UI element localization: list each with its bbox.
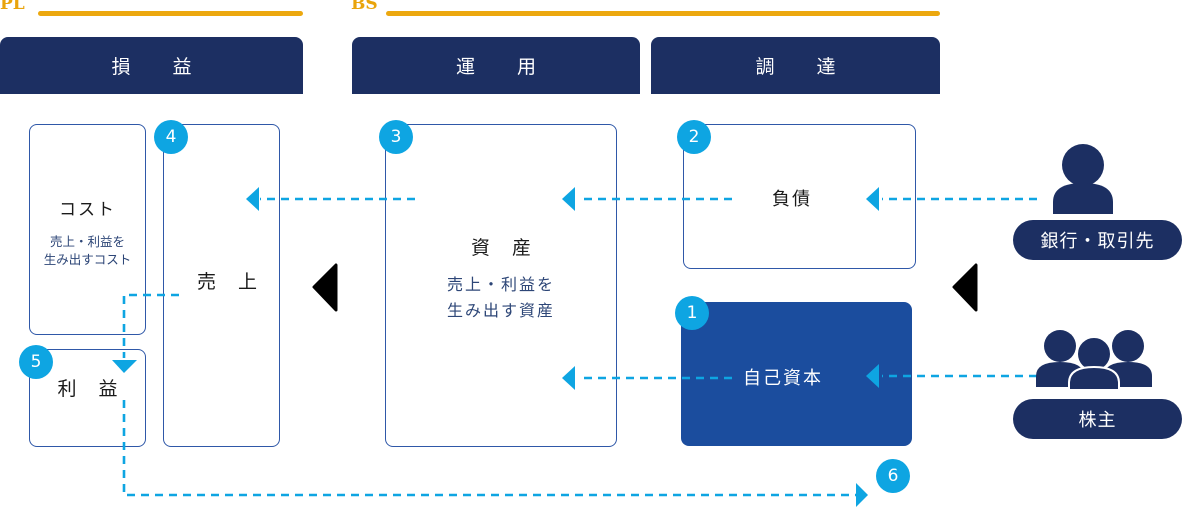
badge-assets: 3	[379, 120, 413, 154]
header-bs-use: 運 用	[352, 37, 640, 94]
assets-sub-line1: 売上・利益を	[446, 275, 555, 294]
section-label-bs: BS	[351, 0, 378, 14]
section-rule-pl	[38, 11, 303, 16]
arrow-head-to-assets-top	[562, 187, 575, 211]
arrow-head-to-assets-bottom	[562, 366, 575, 390]
section-rule-bs	[386, 11, 940, 16]
assets-box: 資 産 売上・利益を 生み出す資産	[385, 124, 617, 447]
sales-title: 売 上	[196, 271, 266, 293]
liabilities-title: 負債	[772, 189, 812, 210]
arrow-head-to-equity	[866, 364, 879, 388]
big-arrow-bs-to-pl	[312, 263, 338, 312]
cost-box: コスト 売上・利益を 生み出すコスト	[29, 124, 146, 335]
header-bs-source-label: 調 達	[755, 56, 854, 78]
cost-title: コスト	[59, 200, 116, 220]
section-label-pl: PL	[0, 0, 25, 14]
header-bs-use-label: 運 用	[455, 56, 555, 78]
cost-sub-line1: 売上・利益を	[49, 234, 125, 249]
arrow-head-to-profit	[112, 360, 137, 373]
flow-line-sales-to-profit	[122, 293, 179, 358]
badge-profit: 5	[19, 345, 53, 379]
equity-title: 自己資本	[743, 368, 823, 389]
badge-liabilities: 2	[677, 120, 711, 154]
badge-equity: 1	[675, 296, 709, 330]
person-icon	[1053, 144, 1113, 214]
assets-sub-line2: 生み出す資産	[446, 301, 555, 320]
cost-sub-line2: 生み出すコスト	[43, 252, 132, 267]
profit-title: 利 益	[57, 378, 126, 400]
header-pl-label: 損 益	[111, 56, 210, 78]
shareholders-pill: 株主	[1013, 399, 1182, 439]
header-pl: 損 益	[0, 37, 303, 94]
creditors-pill: 銀行・取引先	[1013, 220, 1182, 260]
badge-return: 6	[876, 459, 910, 493]
badge-sales: 4	[154, 120, 188, 154]
assets-title: 資 産	[470, 237, 540, 259]
flow-line-profit-to-return	[122, 400, 856, 497]
group-icon	[1036, 330, 1152, 391]
big-arrow-actors-to-bs	[952, 263, 978, 312]
arrow-head-to-sales	[246, 187, 259, 211]
sales-box: 売 上	[163, 124, 280, 447]
header-bs-source: 調 達	[651, 37, 940, 94]
arrow-head-to-return	[856, 483, 868, 507]
arrow-head-to-liabilities	[866, 187, 879, 211]
